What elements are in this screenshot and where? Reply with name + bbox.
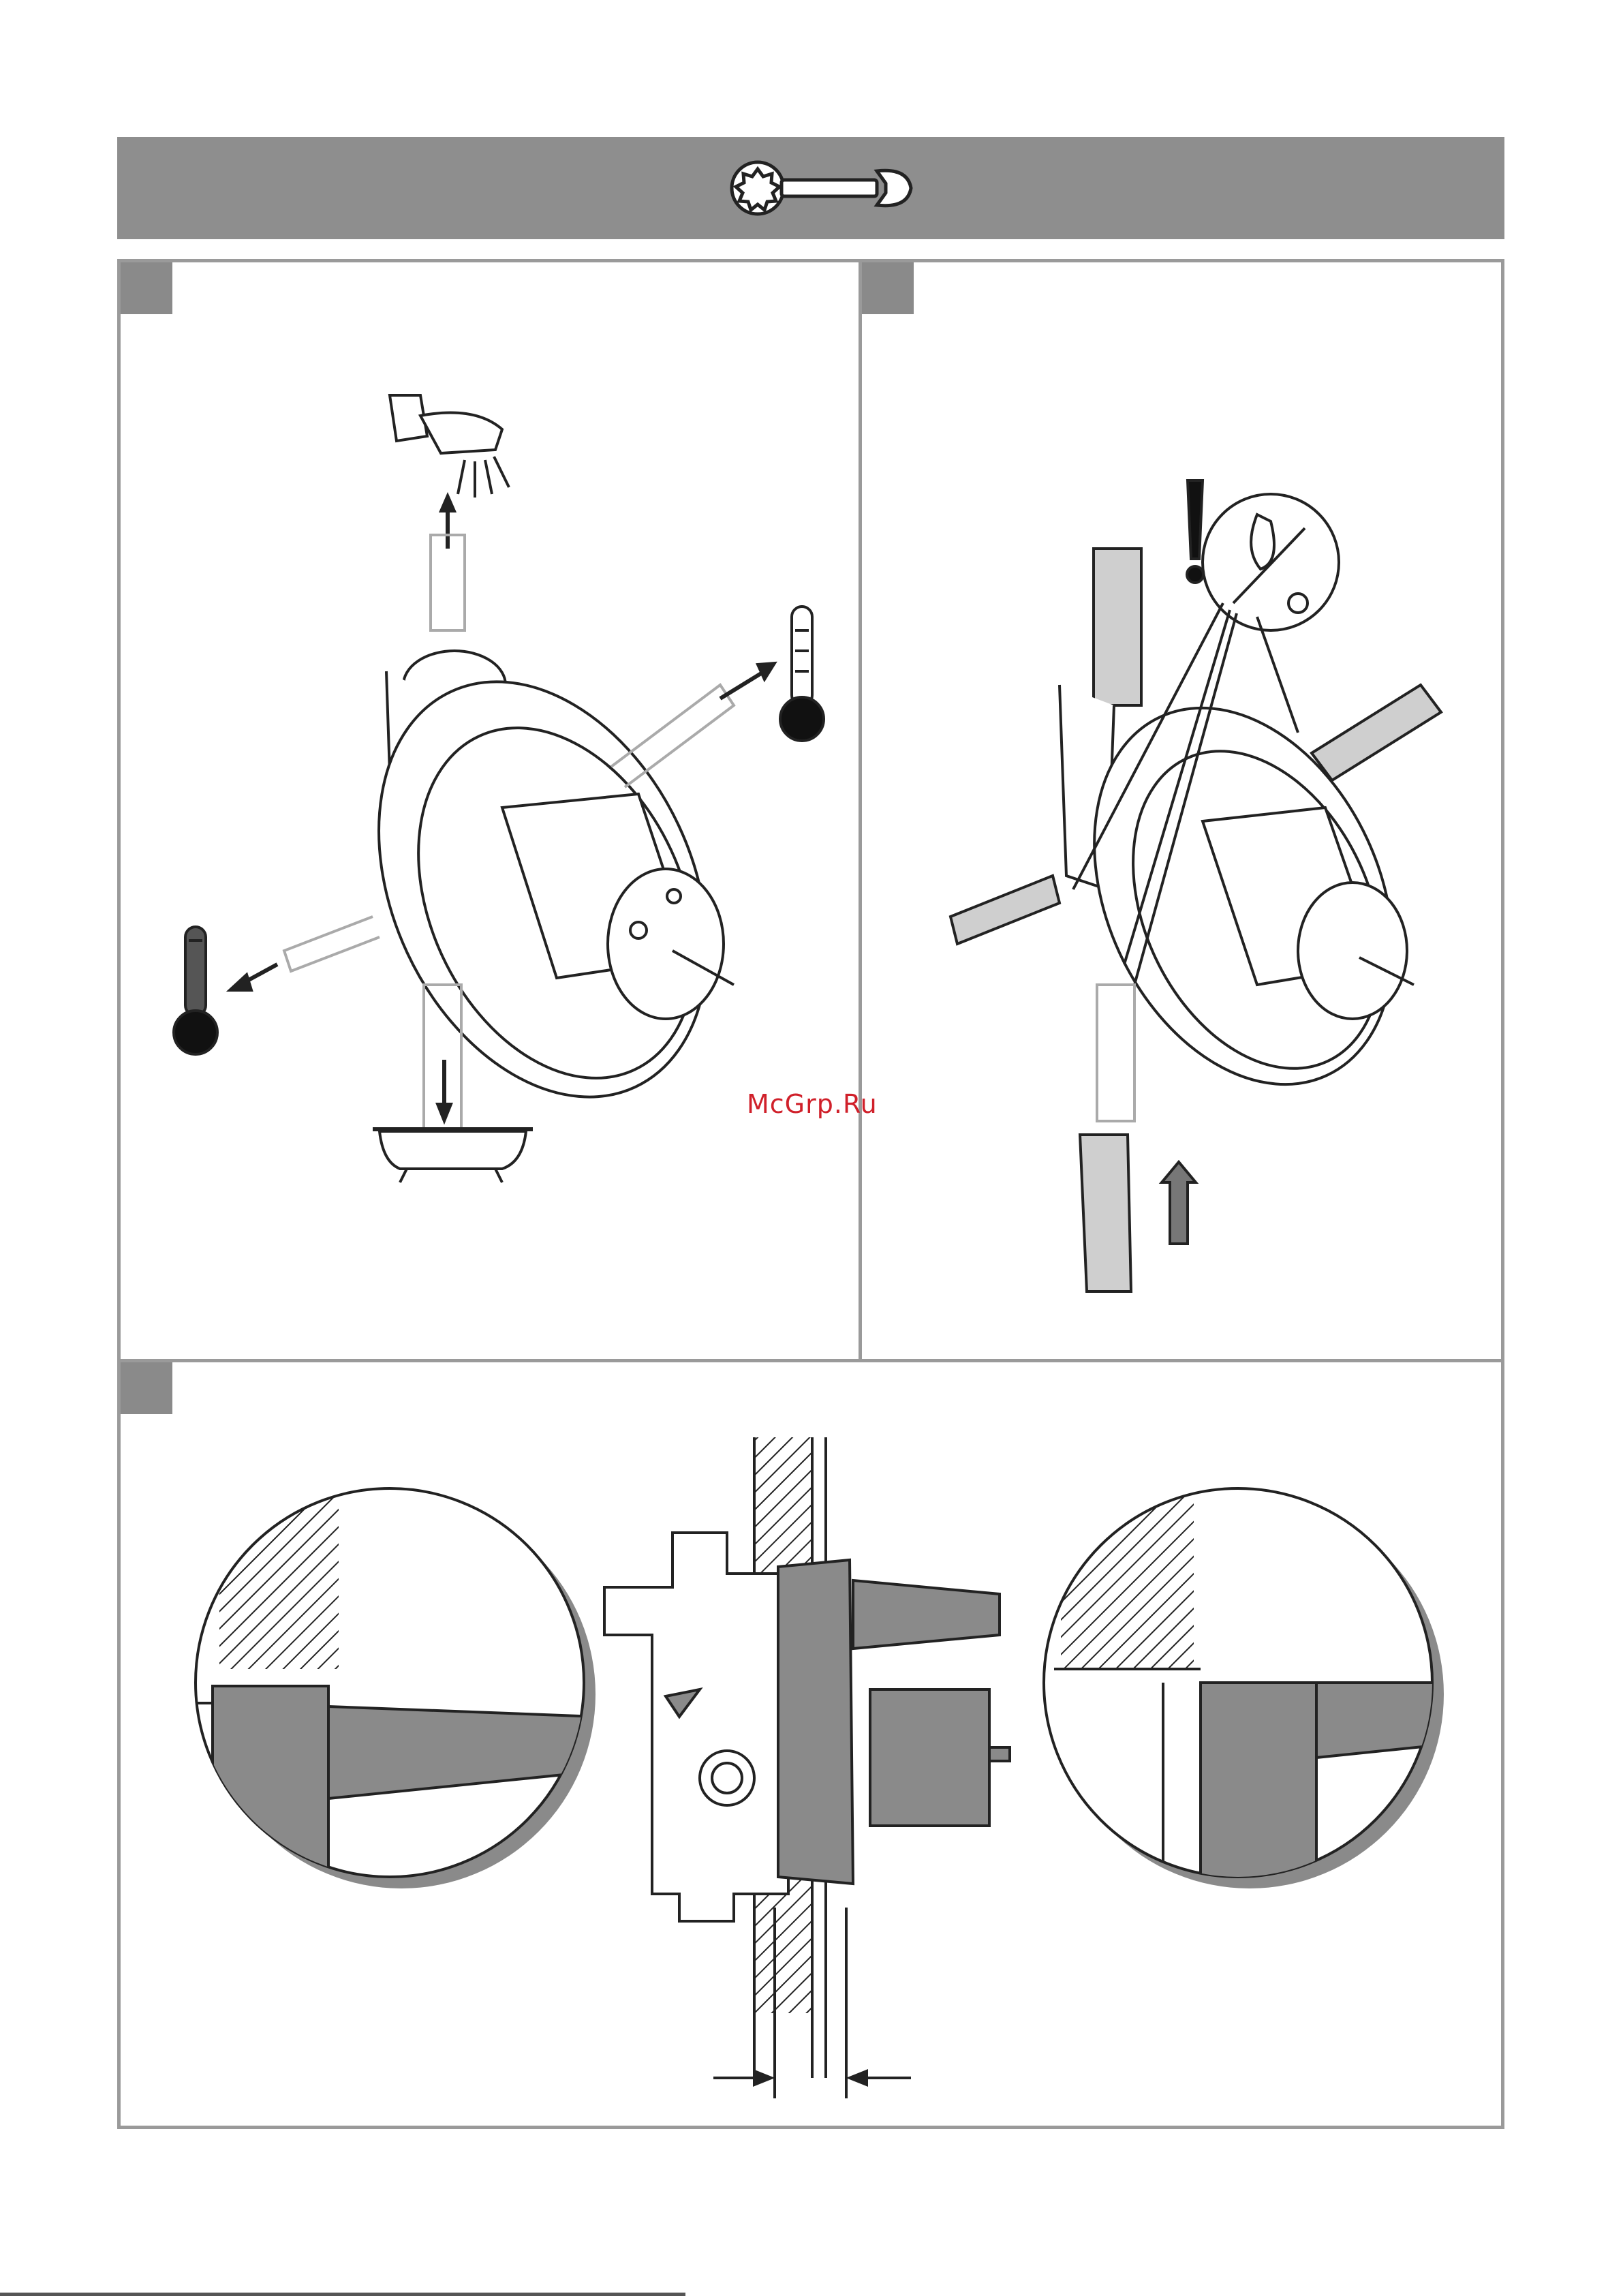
wall-depth-diagram (121, 1362, 1508, 2132)
detail-zoom-icon-right (1044, 1485, 1449, 1888)
valve-diagram-1 (121, 262, 865, 1366)
bathtub-icon (373, 1129, 533, 1182)
panel-flow-connections (117, 259, 862, 1362)
thermometer-hot-icon (780, 607, 824, 741)
no-drops-icon (1203, 494, 1339, 630)
shower-head-icon (390, 395, 509, 498)
thermometer-cold-icon (174, 927, 217, 1054)
valve-diagram-2 (862, 262, 1508, 1366)
wrench-icon (117, 137, 1504, 239)
detail-zoom-icon-left (175, 1485, 598, 1888)
up-arrow-icon (1162, 1162, 1196, 1244)
header-bar (117, 137, 1504, 239)
warning-icon (1187, 480, 1203, 583)
panel-wall-depth (117, 1359, 1504, 2129)
wall-section-icon (604, 1437, 1010, 2098)
watermark: McGrp.Ru (747, 1089, 878, 1119)
footer-line (0, 2293, 685, 2296)
panel-flush-pipes (859, 259, 1504, 1362)
